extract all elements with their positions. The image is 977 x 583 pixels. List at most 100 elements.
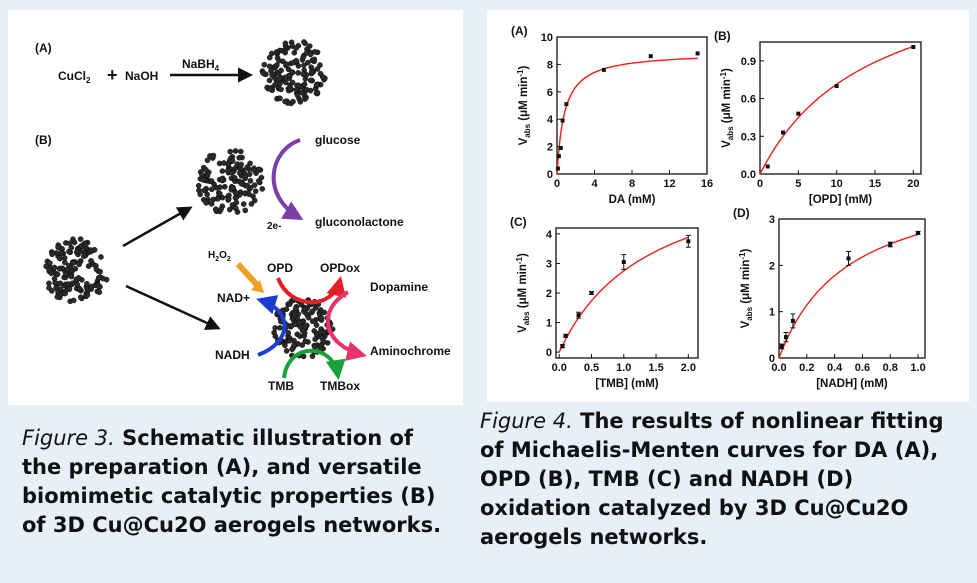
data-point — [846, 256, 851, 261]
glucose-oxidation-arrow — [271, 138, 304, 220]
glucose-label: glucose — [315, 133, 361, 147]
opd-oxidation-arrow — [276, 276, 347, 305]
fit-curve — [558, 236, 689, 353]
y-tick-label: 6 — [547, 87, 553, 99]
panel-label: (A) — [511, 24, 528, 38]
data-point — [686, 239, 691, 244]
y-tick-label: 0 — [547, 169, 553, 181]
figure4-caption-text: The results of nonlinear fitting of Mich… — [480, 409, 944, 549]
panel-label: (D) — [733, 206, 750, 220]
panel-label: (C) — [510, 215, 527, 229]
plot-frame — [556, 36, 708, 175]
tmbox-label: TMBox — [320, 379, 360, 393]
x-tick-label: 1.0 — [616, 362, 631, 374]
x-tick-label: 16 — [701, 178, 713, 190]
reagent-naoh: NaOH — [125, 69, 158, 83]
data-point — [834, 84, 839, 88]
x-tick-label: 2.0 — [681, 362, 696, 374]
figure4-caption: Figure 4. The results of nonlinear fitti… — [480, 407, 950, 552]
x-tick-label: 0.6 — [855, 362, 870, 374]
data-point — [589, 291, 594, 295]
x-axis-label: [TMB] (mM) — [595, 378, 658, 390]
figure3-caption-label: Figure 3. — [22, 426, 115, 450]
fit-curve — [759, 45, 914, 175]
fit-curve — [556, 57, 698, 175]
x-axis-label: [NADH] (mM) — [816, 378, 888, 390]
h2o2-label: H2O2 — [208, 250, 231, 263]
y-tick-label: 0 — [546, 347, 552, 359]
opdox-label: OPDox — [320, 261, 360, 275]
x-tick-label: 15 — [869, 178, 881, 190]
pathway-arrow-lower — [125, 284, 221, 330]
y-tick-label: 1 — [769, 307, 775, 319]
y-tick-label: 2 — [546, 288, 552, 300]
aminochrome-label: Aminochrome — [370, 344, 451, 358]
y-tick-label: 2 — [547, 142, 553, 154]
x-axis-label: DA (mM) — [609, 194, 656, 206]
x-tick-label: 0.0 — [552, 362, 567, 374]
reagent-cucl2: CuCl2 — [58, 69, 91, 85]
x-tick-label: 0.8 — [883, 362, 898, 374]
opd-label: OPD — [267, 261, 293, 275]
y-tick-label: 1 — [546, 318, 552, 330]
tmb-oxidation-arrow — [282, 348, 346, 380]
data-point — [560, 344, 565, 349]
figure3-caption: Figure 3. Schematic illustration of the … — [22, 424, 452, 540]
x-axis-label: [OPD] (mM) — [809, 194, 872, 206]
figure4-caption-label: Figure 4. — [480, 409, 573, 433]
x-tick-label: 5 — [795, 178, 801, 190]
y-tick-label: 0.9 — [741, 56, 756, 68]
figure3-panel: (A) CuCl2 + NaOH NaBH4 (B) glucose gluco… — [8, 10, 463, 405]
data-point — [564, 102, 569, 107]
plot-frame — [555, 227, 699, 359]
y-tick-label: 0.6 — [741, 94, 756, 106]
data-point — [888, 242, 893, 247]
aerogel-particle-glucose — [195, 148, 266, 215]
plus-sign: + — [107, 65, 118, 85]
data-point — [556, 154, 561, 159]
data-point — [563, 333, 568, 338]
x-tick-label: 0 — [757, 178, 763, 190]
x-tick-label: 8 — [629, 178, 635, 190]
y-tick-label: 3 — [546, 258, 552, 270]
aerogel-particle-source — [43, 236, 110, 305]
y-axis-label: Vabs (μM min-1) — [515, 253, 531, 333]
x-tick-label: 0 — [554, 178, 560, 190]
plot-frame — [778, 218, 926, 359]
y-tick-label: 2 — [769, 260, 775, 272]
dopamine-label: Dopamine — [370, 280, 428, 294]
scheme-label-a: (A) — [35, 41, 52, 55]
scheme-svg: (A) CuCl2 + NaOH NaBH4 (B) glucose gluco… — [35, 39, 451, 393]
x-tick-label: 0.2 — [799, 362, 814, 374]
data-point — [911, 45, 916, 50]
x-tick-label: 0.5 — [584, 362, 599, 374]
data-point — [648, 54, 653, 59]
nadh-oxidation-arrow — [256, 295, 287, 357]
y-tick-label: 4 — [547, 114, 554, 126]
data-point — [916, 230, 921, 235]
y-tick-label: 3 — [769, 214, 775, 226]
data-point — [765, 164, 770, 169]
plot-frame — [759, 41, 922, 175]
data-point — [558, 145, 563, 150]
y-tick-label: 8 — [547, 59, 553, 71]
x-tick-label: 20 — [907, 178, 919, 190]
x-tick-label: 1.0 — [910, 362, 925, 374]
y-tick-label: 0.0 — [741, 169, 756, 181]
panel-label: (B) — [714, 29, 731, 43]
data-point — [621, 259, 626, 264]
x-tick-label: 12 — [663, 178, 675, 190]
y-tick-label: 0.3 — [741, 131, 756, 143]
y-axis-label: Vabs (μM min-1) — [738, 248, 754, 328]
data-point — [781, 130, 785, 135]
x-tick-label: 1.5 — [648, 362, 663, 374]
x-tick-label: 0.4 — [827, 362, 843, 374]
data-point — [796, 111, 801, 116]
gluconolactone-label: gluconolactone — [315, 215, 404, 229]
reductant-label: NaBH4 — [182, 57, 220, 73]
h2o2-arrowhead — [251, 280, 264, 293]
